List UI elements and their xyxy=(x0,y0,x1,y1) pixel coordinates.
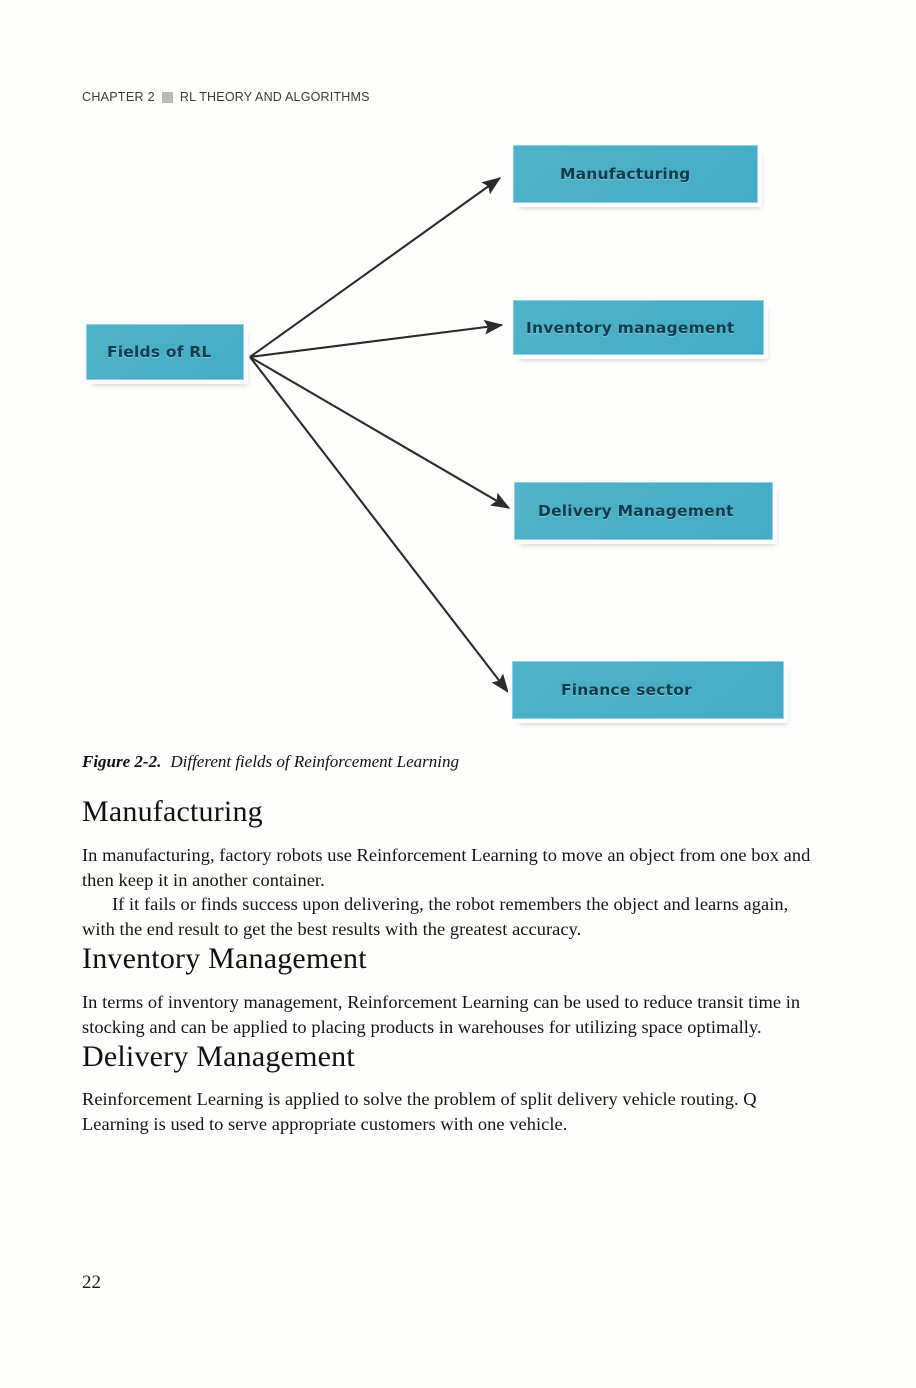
arrow-to-manufacturing xyxy=(249,177,502,358)
node-finance-sector-label: Finance sector xyxy=(561,681,692,699)
paragraph-manufacturing-1: In manufacturing, factory robots use Rei… xyxy=(82,844,811,890)
paragraph-delivery-1: Reinforcement Learning is applied to sol… xyxy=(82,1089,757,1135)
node-manufacturing-label: Manufacturing xyxy=(560,165,691,183)
node-inventory-management: Inventory management xyxy=(513,300,764,355)
running-head: CHAPTER 2 RL THEORY AND ALGORITHMS xyxy=(82,90,370,104)
section-heading-delivery-management: Delivery Management xyxy=(82,1039,355,1073)
section-heading-manufacturing: Manufacturing xyxy=(82,795,263,828)
page-number: 22 xyxy=(82,1272,101,1293)
node-manufacturing: Manufacturing xyxy=(513,145,758,203)
node-fields-of-rl: Fields of RL xyxy=(86,324,244,380)
arrow-to-finance xyxy=(249,356,509,693)
node-delivery-management-label: Delivery Management xyxy=(538,502,734,520)
figure-caption-text: Different fields of Reinforcement Learni… xyxy=(170,752,459,771)
arrow-to-inventory xyxy=(249,319,504,359)
figure-caption: Figure 2-2. Different fields of Reinforce… xyxy=(82,752,459,772)
paragraph-inventory-1: In terms of inventory management, Reinfo… xyxy=(82,991,801,1037)
figure-2-2: Fields of RL Manufacturing Inventory man… xyxy=(86,145,784,719)
square-bullet-icon xyxy=(161,91,173,103)
node-fields-of-rl-label: Fields of RL xyxy=(107,343,212,361)
running-head-title: RL THEORY AND ALGORITHMS xyxy=(179,90,370,104)
arrow-to-delivery xyxy=(249,356,511,509)
node-delivery-management: Delivery Management xyxy=(514,482,773,540)
node-finance-sector: Finance sector xyxy=(512,661,784,719)
node-inventory-management-label: Inventory management xyxy=(526,318,735,337)
page-body: Manufacturing In manufacturing, factory … xyxy=(82,795,822,1137)
running-head-chapter: CHAPTER 2 xyxy=(82,90,155,104)
figure-arrows xyxy=(249,177,511,693)
figure-caption-label: Figure 2-2. xyxy=(82,752,162,771)
section-heading-inventory-management: Inventory Management xyxy=(82,942,367,976)
paragraph-manufacturing-2: If it fails or finds success upon delive… xyxy=(82,894,789,940)
